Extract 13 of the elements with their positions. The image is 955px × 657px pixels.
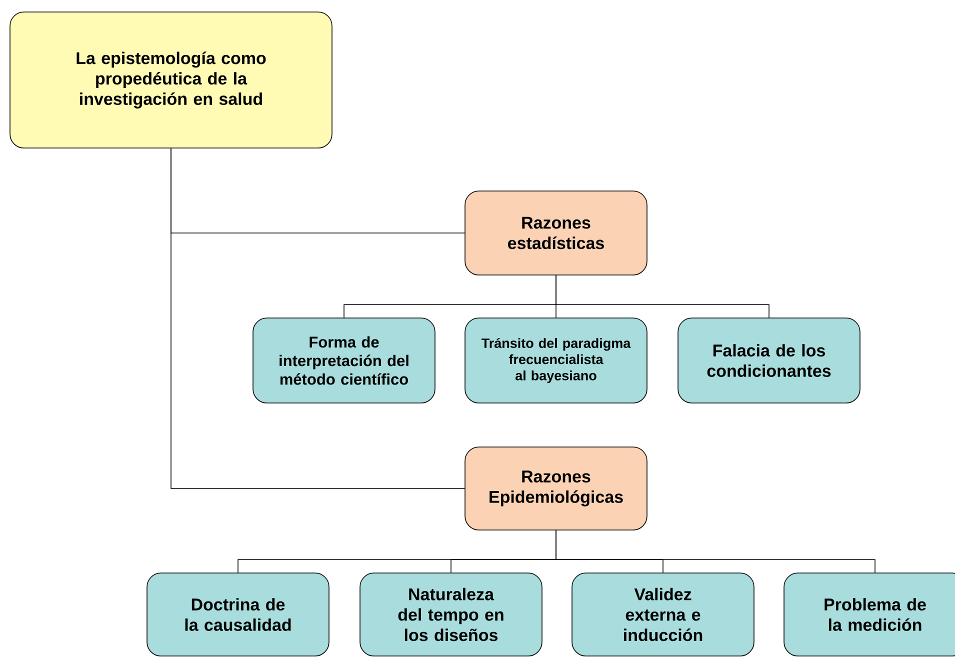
connector-line	[556, 530, 876, 573]
topic-box: Forma de interpretación del método científico	[252, 318, 436, 404]
topic-box: Doctrina de la causalidad	[146, 572, 330, 656]
category-box: Razones estadísticas	[464, 190, 648, 276]
topic-box: Naturaleza del tempo en los diseños	[360, 572, 542, 656]
topic-box: Tránsito del paradigma frecuencialista al bayesiano	[464, 318, 648, 404]
topic-box: Problema de la medición	[784, 572, 955, 656]
root-box: La epistemología como propedéutica de la investigación en salud	[10, 12, 332, 148]
connector-line	[170, 148, 465, 489]
category-box: Razones Epidemiológicas	[464, 446, 648, 530]
topic-box: Validez externa e inducción	[572, 572, 754, 656]
connector-line	[556, 275, 770, 318]
topic-box: Falacia de los condicionantes	[678, 318, 860, 404]
